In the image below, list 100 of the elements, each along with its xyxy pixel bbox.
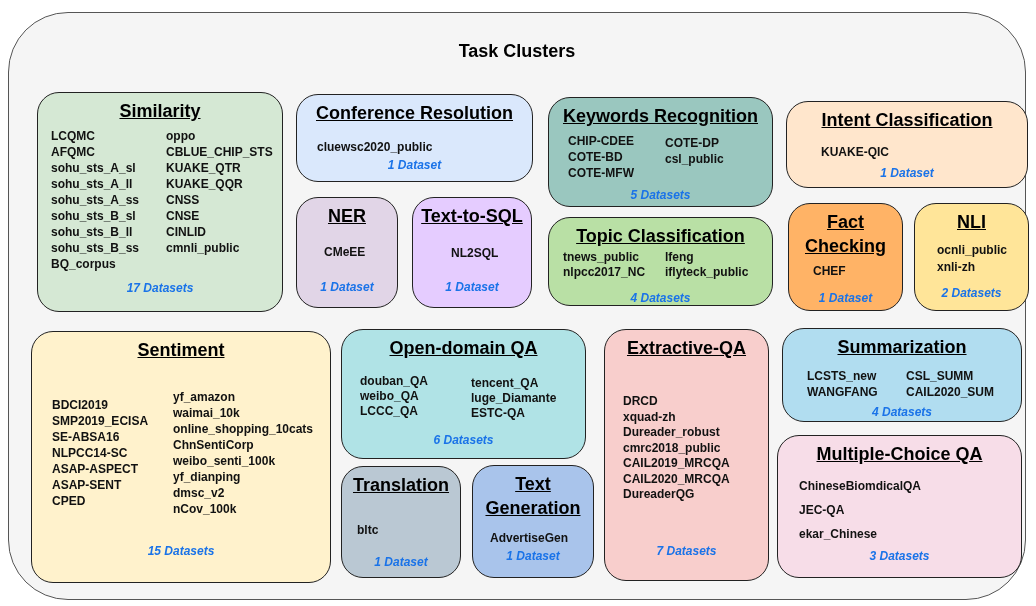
dataset-name: xnli-zh — [937, 260, 975, 274]
dataset-name: weibo_senti_100k — [173, 454, 276, 468]
dataset-name: NLPCC14-SC — [52, 446, 128, 460]
dataset-count: 4 Datasets — [630, 291, 691, 305]
dataset-name: BQ_corpus — [51, 257, 116, 271]
cluster-card — [782, 328, 1022, 422]
dataset-name: ocnli_public — [937, 243, 1007, 257]
dataset-name: CNSS — [166, 193, 200, 207]
section-title: Task Clusters — [458, 41, 576, 62]
dataset-count: 17 Datasets — [126, 281, 194, 295]
cluster-card — [548, 97, 773, 207]
cluster-title: Translation — [353, 475, 449, 495]
cluster-card — [604, 329, 769, 581]
dataset-count: 1 Dataset — [445, 280, 499, 294]
dataset-count: 15 Datasets — [147, 544, 215, 558]
dataset-name: sohu_sts_B_ss — [51, 241, 140, 255]
cluster-title: Text-to-SQL — [421, 206, 523, 226]
dataset-name: BDCI2019 — [52, 398, 109, 412]
dataset-name: ChnSentiCorp — [173, 438, 254, 452]
dataset-name: CPED — [52, 494, 86, 508]
dataset-name: nlpcc2017_NC — [563, 265, 646, 279]
dataset-name: CNSE — [166, 209, 200, 223]
cluster-title: Intent Classification — [821, 110, 993, 130]
dataset-name: ASAP-ASPECT — [52, 462, 138, 476]
cluster-title: Similarity — [119, 101, 201, 121]
cluster-card — [37, 92, 283, 312]
dataset-name: Dureader_robust — [623, 425, 720, 439]
dataset-name: ESTC-QA — [471, 406, 525, 420]
dataset-name: KUAKE_QTR — [166, 161, 241, 175]
dataset-name: bltc — [357, 523, 379, 537]
dataset-count: 2 Datasets — [941, 286, 1002, 300]
dataset-name: xquad-zh — [623, 409, 676, 424]
dataset-count: 1 Dataset — [818, 291, 873, 305]
cluster-title: Extractive-QA — [626, 338, 747, 358]
dataset-name: CBLUE_CHIP_STS — [166, 145, 273, 159]
dataset-count: 1 Dataset — [387, 158, 442, 172]
cluster-card — [296, 197, 398, 308]
dataset-name: cmnli_public — [166, 241, 240, 255]
dataset-name: lfeng — [665, 250, 694, 264]
cluster-card — [31, 331, 331, 583]
cluster-card — [548, 217, 773, 306]
dataset-name: tnews_public — [563, 250, 639, 264]
dataset-name: weibo_QA — [360, 389, 419, 403]
cluster-title: Fact Checking — [805, 212, 886, 256]
dataset-name: oppo — [166, 129, 196, 143]
dataset-count: 1 Dataset — [374, 555, 428, 569]
dataset-name: CAIL2020_MRCQA — [623, 471, 730, 486]
clusters-panel — [8, 12, 1026, 600]
cluster-card — [914, 203, 1029, 311]
dataset-name: ChineseBiomdicalQA — [799, 479, 922, 493]
cluster-card — [296, 94, 533, 182]
dataset-name: yf_amazon — [173, 390, 236, 404]
dataset-name: AdvertiseGen — [490, 531, 569, 545]
dataset-name: DureaderQG — [623, 487, 695, 501]
dataset-name: LCQMC — [51, 129, 95, 143]
dataset-name: CMeEE — [324, 245, 366, 259]
cluster-card — [777, 435, 1022, 578]
dataset-name: sohu_sts_A_ll — [51, 177, 133, 191]
dataset-name: waimai_10k — [173, 406, 240, 420]
cluster-title: NLI — [957, 212, 986, 232]
dataset-name: COTE-MFW — [568, 166, 634, 180]
cluster-title: Open-domain QA — [389, 338, 538, 358]
dataset-name: dmsc_v2 — [173, 486, 225, 500]
dataset-name: COTE-DP — [665, 136, 719, 150]
cluster-title: Summarization — [837, 337, 967, 357]
dataset-name: WANGFANG — [807, 384, 878, 399]
cluster-title: Text Generation — [485, 474, 581, 518]
cluster-title: Sentiment — [137, 340, 225, 360]
dataset-name: ASAP-SENT — [52, 478, 122, 492]
dataset-name: sohu_sts_B_ll — [51, 225, 133, 239]
dataset-count: 6 Datasets — [433, 433, 494, 447]
dataset-count: 4 Datasets — [871, 405, 932, 419]
dataset-count: 3 Datasets — [869, 549, 930, 563]
dataset-name: douban_QA — [360, 374, 428, 388]
dataset-name: ekar_Chinese — [799, 527, 878, 541]
cluster-title: Multiple-Choice QA — [816, 444, 983, 464]
cluster-title: NER — [328, 206, 366, 226]
dataset-name: CHIP-CDEE — [568, 134, 634, 148]
dataset-name: LCSTS_new — [807, 369, 877, 383]
dataset-name: CSL_SUMM — [906, 369, 974, 383]
dataset-name: AFQMC — [51, 145, 95, 159]
dataset-name: sohu_sts_A_sl — [51, 161, 136, 175]
cluster-card — [472, 465, 594, 578]
cluster-card — [412, 197, 532, 308]
cluster-card — [786, 101, 1028, 188]
cluster-card — [788, 203, 903, 311]
dataset-name: COTE-BD — [568, 150, 623, 164]
dataset-name: online_shopping_10cats — [173, 422, 314, 436]
dataset-count: 1 Dataset — [880, 166, 934, 180]
dataset-name: CINLID — [166, 225, 206, 239]
dataset-name: KUAKE_QQR — [166, 177, 243, 191]
dataset-name: nCov_100k — [173, 502, 237, 516]
dataset-name: sohu_sts_A_ss — [51, 193, 140, 207]
dataset-name: SE-ABSA16 — [52, 430, 120, 444]
cluster-card — [341, 329, 586, 459]
dataset-name: yf_dianping — [173, 470, 241, 484]
dataset-name: tencent_QA — [471, 376, 539, 390]
dataset-name: CHEF — [813, 264, 846, 278]
dataset-name: LCCC_QA — [360, 404, 418, 418]
dataset-count: 1 Dataset — [320, 280, 374, 294]
